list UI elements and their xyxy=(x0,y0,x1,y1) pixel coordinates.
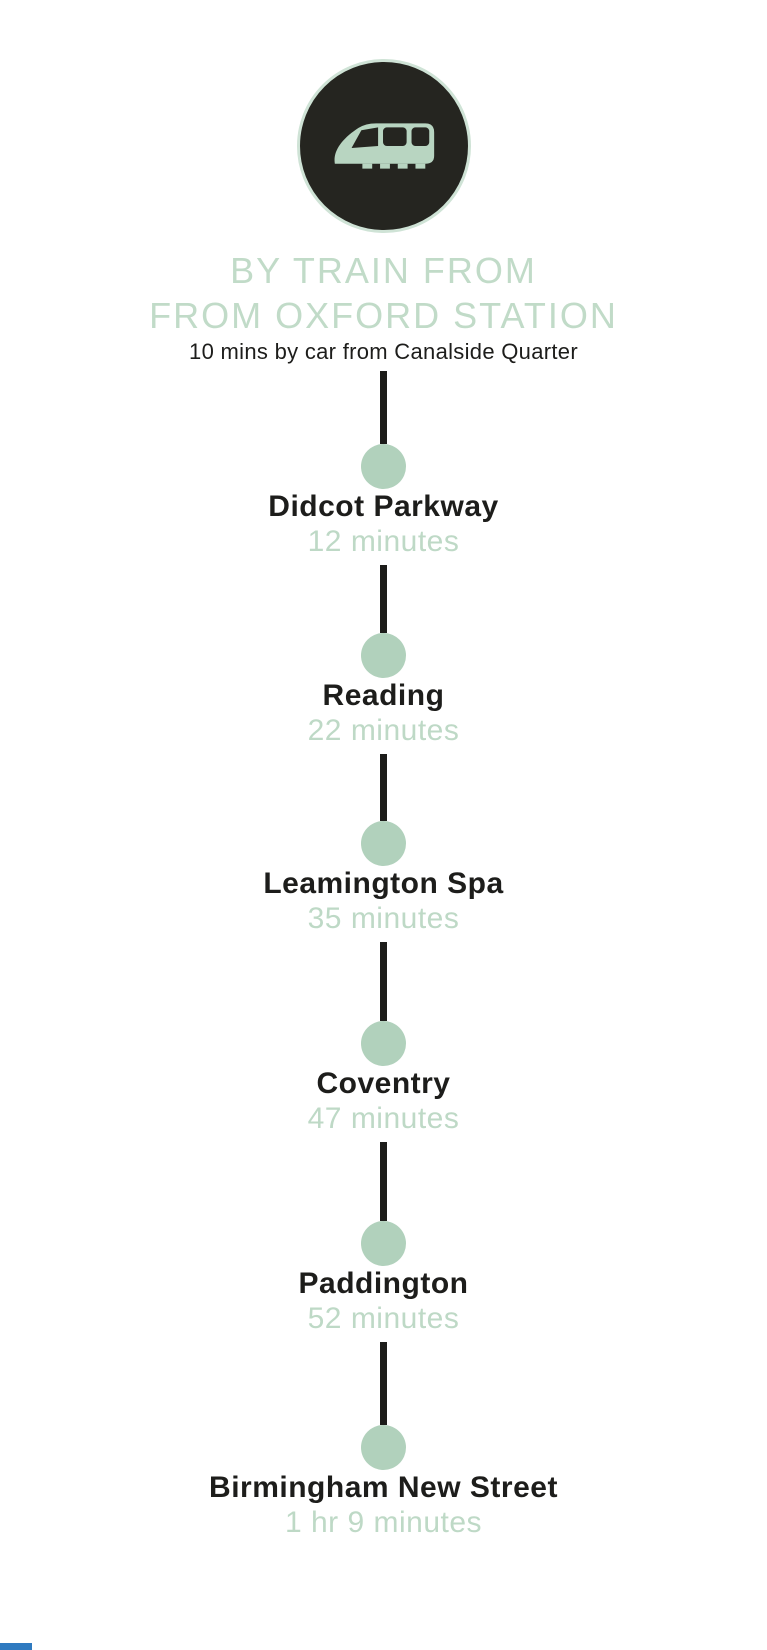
journey-duration: 22 minutes xyxy=(307,714,460,747)
page-title-line2: FROM OXFORD STATION xyxy=(149,295,618,336)
journey-duration: 35 minutes xyxy=(307,902,460,935)
connector-line xyxy=(379,371,387,444)
train-icon-badge xyxy=(296,59,471,233)
journey-duration: 12 minutes xyxy=(307,525,460,558)
route-stop: Leamington Spa 35 minutes xyxy=(263,748,503,936)
route-stop: Didcot Parkway 12 minutes xyxy=(268,365,498,559)
journey-duration: 1 hr 9 minutes xyxy=(284,1506,483,1539)
stop-dot xyxy=(360,1021,406,1066)
station-name: Paddington xyxy=(298,1267,469,1300)
station-name: Birmingham New Street xyxy=(209,1471,558,1504)
journey-duration: 47 minutes xyxy=(307,1102,460,1135)
stop-dot xyxy=(360,1425,406,1470)
page-title: BY TRAIN FROM FROM OXFORD STATION xyxy=(149,248,618,338)
route-stop: Birmingham New Street 1 hr 9 minutes xyxy=(209,1336,558,1540)
subtitle: 10 mins by car from Canalside Quarter xyxy=(189,339,578,364)
route-timeline: Didcot Parkway 12 minutes Reading 22 min… xyxy=(209,365,558,1540)
connector-line xyxy=(379,1342,387,1425)
connector-line xyxy=(379,942,387,1021)
station-name: Didcot Parkway xyxy=(268,490,499,523)
connector-line xyxy=(379,565,387,633)
stop-dot xyxy=(360,1221,406,1266)
stop-dot xyxy=(360,633,406,678)
route-stop: Paddington 52 minutes xyxy=(299,1136,469,1336)
stop-dot xyxy=(360,444,406,489)
train-icon xyxy=(334,123,434,169)
stop-dot xyxy=(360,821,406,866)
page-title-line1: BY TRAIN FROM xyxy=(230,250,537,291)
connector-line xyxy=(379,754,387,821)
station-name: Leamington Spa xyxy=(263,867,504,900)
station-name: Reading xyxy=(322,679,445,712)
station-name: Coventry xyxy=(316,1067,451,1100)
partial-element-bottom-left xyxy=(0,1643,32,1650)
route-stop: Coventry 47 minutes xyxy=(308,936,460,1136)
connector-line xyxy=(379,1142,387,1221)
route-stop: Reading 22 minutes xyxy=(308,559,460,748)
journey-duration: 52 minutes xyxy=(307,1302,460,1335)
